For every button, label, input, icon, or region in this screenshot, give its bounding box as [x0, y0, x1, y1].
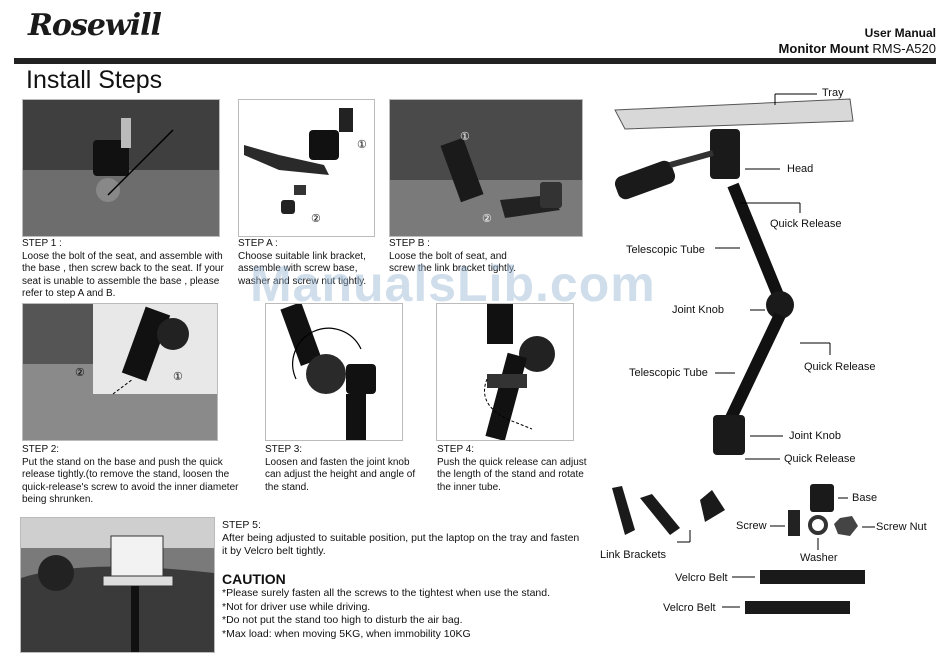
step3-illustration — [280, 304, 376, 440]
step3-photo — [265, 303, 403, 441]
stepB-illustration: ① ② — [390, 100, 582, 236]
label-telescopic-tube-2: Telescopic Tube — [629, 367, 708, 379]
label-tray: Tray — [822, 87, 844, 99]
page-title: Install Steps — [26, 66, 163, 94]
label-base: Base — [852, 492, 878, 504]
label-quick-release-1: Quick Release — [770, 218, 842, 230]
product-name: Monitor Mount RMS-A520 — [778, 41, 936, 56]
marker-2: ② — [75, 367, 85, 379]
stepA-photo: ① ② — [238, 99, 375, 237]
step1-illustration — [23, 100, 219, 236]
caution-heading: CAUTION — [222, 571, 286, 587]
label-screw: Screw — [736, 520, 767, 532]
step1-caption: STEP 1 :Loose the bolt of the seat, and … — [22, 238, 224, 299]
marker-2: ② — [482, 213, 492, 225]
rosewill-logo: Rosewill — [28, 8, 162, 43]
step2-caption: STEP 2:Put the stand on the base and pus… — [22, 444, 239, 505]
label-telescopic-tube-1: Telescopic Tube — [626, 244, 705, 256]
label-link-brackets: Link Brackets — [600, 549, 667, 561]
step1-photo — [22, 99, 220, 237]
stepB-photo: ① ② — [389, 99, 583, 237]
label-screw-nut: Screw Nut — [876, 521, 927, 533]
step2-illustration: ① ② — [23, 304, 217, 440]
stepA-caption: STEP A :Choose suitable link bracket, as… — [238, 238, 367, 287]
watermark: ManualsLib.com — [250, 256, 656, 312]
marker-2: ② — [311, 213, 321, 225]
label-joint-knob-2: Joint Knob — [789, 430, 841, 442]
label-joint-knob-1: Joint Knob — [672, 304, 724, 316]
step5-photo — [20, 517, 215, 653]
label-quick-release-3: Quick Release — [784, 453, 856, 465]
step2-photo: ① ② — [22, 303, 218, 441]
parts-diagram — [612, 484, 875, 614]
stand-diagram — [614, 93, 854, 460]
caution-item: *Max load: when moving 5KG, when immobil… — [222, 627, 471, 640]
marker-1: ① — [460, 131, 470, 143]
header-rule — [14, 58, 936, 64]
caution-item: *Please surely fasten all the screws to … — [222, 587, 551, 599]
marker-1: ① — [357, 139, 367, 151]
caution-list: *Please surely fasten all the screws to … — [222, 587, 592, 641]
caution-item: *Do not put the stand too high to distur… — [222, 614, 463, 626]
step4-caption: STEP 4:Push the quick release can adjust… — [437, 444, 587, 493]
manual-label: User Manual — [864, 26, 936, 40]
marker-1: ① — [173, 371, 183, 383]
step5-caption: STEP 5:After being adjusted to suitable … — [222, 519, 580, 557]
label-washer: Washer — [800, 552, 838, 564]
label-velcro-belt-1: Velcro Belt — [675, 572, 728, 584]
step5-illustration — [21, 518, 214, 652]
step4-illustration — [484, 304, 555, 440]
label-velcro-belt-2: Velcro Belt — [663, 602, 716, 614]
step3-caption: STEP 3:Loosen and fasten the joint knob … — [265, 444, 416, 493]
label-head: Head — [787, 163, 814, 175]
caution-item: *Not for driver use while driving. — [222, 600, 371, 613]
stepA-illustration: ① ② — [244, 108, 367, 225]
label-quick-release-2: Quick Release — [804, 361, 876, 373]
stepB-caption: STEP B :Loose the bolt of seat, and scre… — [389, 238, 517, 274]
step4-photo — [436, 303, 574, 441]
